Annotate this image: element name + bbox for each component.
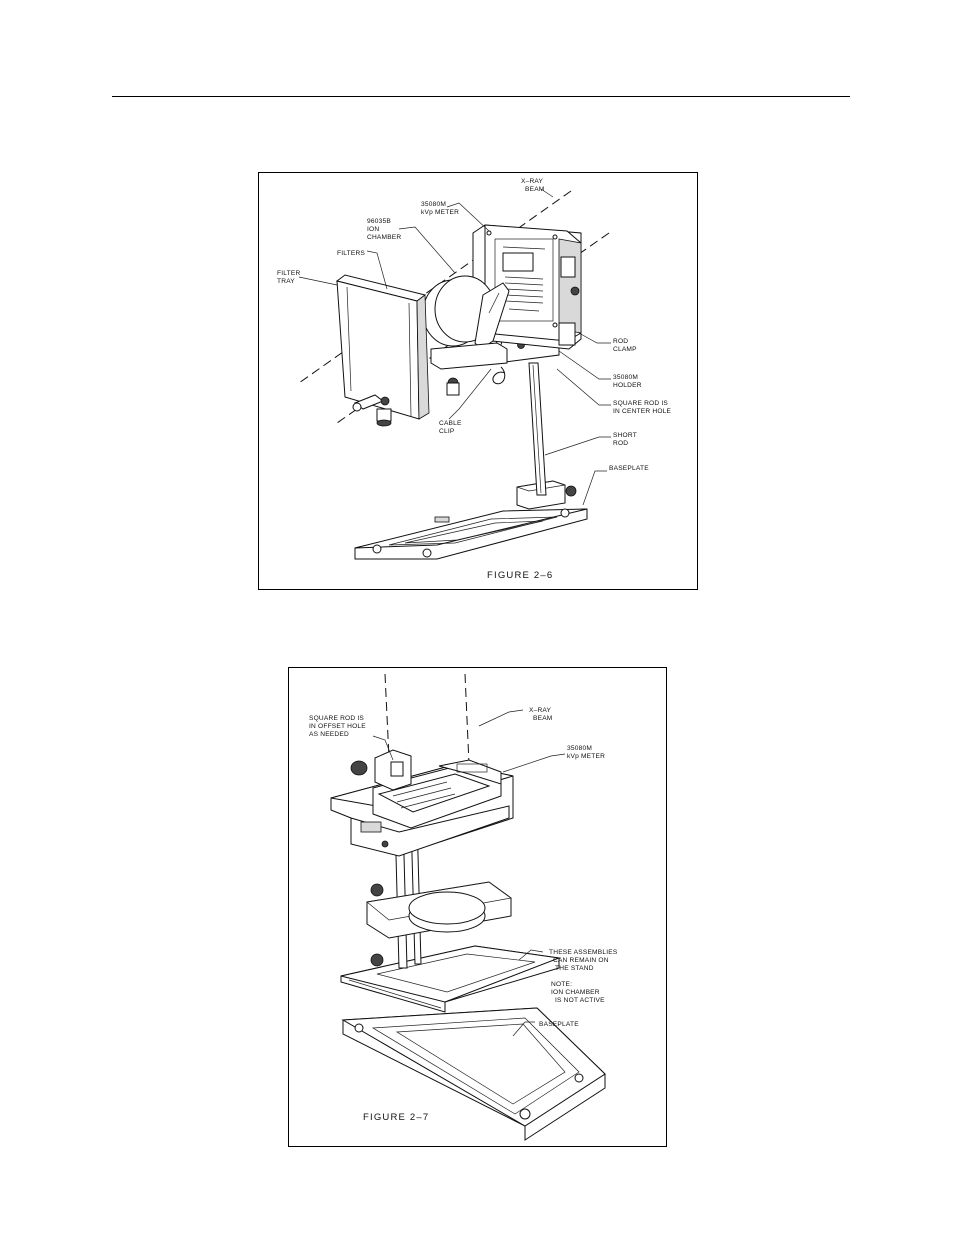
label-xray-beam: X–RAY BEAM xyxy=(529,707,553,722)
kvp-meter-drawing xyxy=(330,759,514,857)
label-xray-beam: X–RAY BEAM xyxy=(521,178,545,193)
xray-beam-line-right xyxy=(464,673,470,765)
label-filter-tray: FILTER TRAY xyxy=(277,270,302,285)
filter-tray-drawing xyxy=(340,945,561,1013)
label-short-rod: SHORT ROD xyxy=(613,432,639,447)
figure-2-7: SQUARE ROD IS IN OFFSET HOLE AS NEEDED X… xyxy=(288,667,667,1147)
leader-lines-fig7 xyxy=(372,709,566,1037)
label-baseplate: BASEPLATE xyxy=(609,465,649,472)
label-kvp-meter: 35080M kVp METER xyxy=(567,745,605,760)
ion-chamber-drawing xyxy=(366,881,512,967)
figure-2-6: X–RAY BEAM 35080M kVp METER 96035B ION C… xyxy=(258,172,698,590)
rod-clamp-drawing xyxy=(558,322,576,346)
figure-2-6-caption: FIGURE 2–6 xyxy=(487,570,553,581)
rod-clamp-drawing xyxy=(350,749,412,791)
xray-beam-line-left xyxy=(384,673,390,759)
figure-2-7-drawing: SQUARE ROD IS IN OFFSET HOLE AS NEEDED X… xyxy=(309,673,619,1141)
label-assemblies: THESE ASSEMBLIES CAN REMAIN ON THE STAND xyxy=(549,949,619,972)
short-rod-drawing xyxy=(528,362,547,496)
filter-tray-drawing xyxy=(335,274,430,427)
ion-holder-arm-drawing xyxy=(430,342,508,396)
label-ion-chamber: 96035B ION CHAMBER xyxy=(367,218,401,241)
label-filters: FILTERS xyxy=(337,250,365,257)
label-kvp-meter: 35080M kVp METER xyxy=(421,201,459,216)
label-square-rod: SQUARE ROD IS IN CENTER HOLE xyxy=(613,400,672,415)
label-note: NOTE: ION CHAMBER IS NOT ACTIVE xyxy=(551,981,605,1004)
label-rod-clamp: ROD CLAMP xyxy=(613,338,637,353)
baseplate-drawing xyxy=(341,1007,606,1141)
label-square-rod: SQUARE ROD IS IN OFFSET HOLE AS NEEDED xyxy=(309,715,368,738)
label-baseplate: BASEPLATE xyxy=(539,1021,579,1028)
baseplate-drawing xyxy=(354,508,588,560)
label-cable-clip: CABLE CLIP xyxy=(439,420,464,435)
header-rule xyxy=(112,96,850,97)
cable-clip-drawing xyxy=(492,366,506,385)
figure-2-6-drawing: X–RAY BEAM 35080M kVp METER 96035B ION C… xyxy=(277,178,672,581)
label-holder: 35080M HOLDER xyxy=(613,374,642,389)
figure-2-7-caption: FIGURE 2–7 xyxy=(363,1112,429,1123)
leader-lines-fig6 xyxy=(298,188,611,506)
ion-chamber-drawing xyxy=(422,275,510,350)
